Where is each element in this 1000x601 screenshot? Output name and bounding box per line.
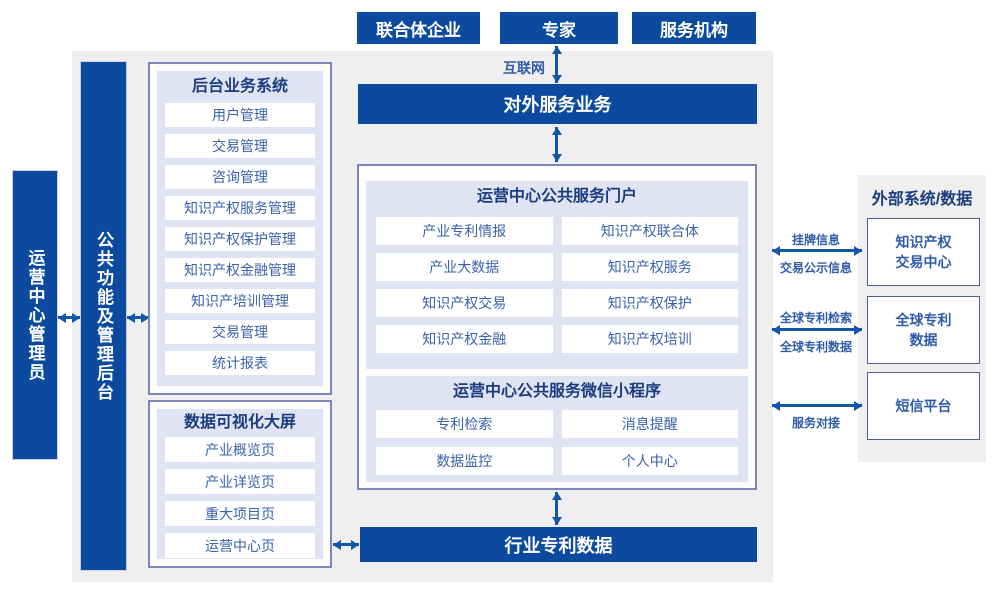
backend-item: 知识产培训管理 xyxy=(165,289,315,313)
portal-item: 产业大数据 xyxy=(376,253,553,281)
portal-item: 产业专利情报 xyxy=(376,217,553,245)
trade-publicity-label: 交易公示信息 xyxy=(779,261,852,275)
portal-title: 运营中心公共服务门户 xyxy=(476,188,637,205)
portal-item: 知识产权交易 xyxy=(376,289,553,317)
internet-label: 互联网 xyxy=(503,60,545,76)
double-arrow-admin-backend xyxy=(58,316,80,319)
double-arrow-global-patent xyxy=(772,328,862,331)
double-arrow-portal-to-patent xyxy=(555,492,558,525)
portal-item: 知识产权联合体 xyxy=(561,217,738,245)
portal-item: 知识产权保护 xyxy=(561,289,738,317)
global-patent-data-label: 全球专利数据 xyxy=(779,340,852,354)
double-arrow-ip-trading xyxy=(772,249,862,252)
backend-item: 知识产权金融管理 xyxy=(165,258,315,282)
dashboard-title: 数据可视化大屏 xyxy=(183,414,296,431)
external-box-global-patent-data: 全球专利 数据 xyxy=(867,296,980,364)
backend-management-bar: 公共功能及管理后台 xyxy=(80,61,127,571)
double-arrow-bar-to-portal xyxy=(555,127,558,162)
miniprogram-item: 个人中心 xyxy=(561,447,738,475)
miniprogram-title: 运营中心公共服务微信小程序 xyxy=(452,383,661,400)
double-arrow-internet xyxy=(555,46,558,83)
portal-item: 知识产权培训 xyxy=(561,325,738,353)
miniprogram-item: 消息提醒 xyxy=(561,410,738,438)
listing-info-label: 挂牌信息 xyxy=(791,233,840,247)
miniprogram-item: 专利检索 xyxy=(376,410,553,438)
external-panel-title: 外部系统/数据 xyxy=(871,191,973,208)
dashboard-item: 重大项目页 xyxy=(165,501,315,526)
external-service-bar: 对外服务业务 xyxy=(358,84,757,124)
dashboard-item: 产业详览页 xyxy=(165,469,315,494)
actor-box-experts: 专家 xyxy=(500,12,618,44)
backend-item: 知识产权服务管理 xyxy=(165,196,315,220)
miniprogram-item: 数据监控 xyxy=(376,447,553,475)
backend-system-title: 后台业务系统 xyxy=(191,78,288,95)
double-arrow-backend-system xyxy=(127,316,149,319)
backend-item: 用户管理 xyxy=(165,103,315,127)
actor-box-service-orgs: 服务机构 xyxy=(632,12,756,44)
external-box-sms-platform: 短信平台 xyxy=(867,372,980,440)
portal-section: 运营中心公共服务门户 产业专利情报 知识产权联合体 产业大数据 知识产权服务 知… xyxy=(366,181,748,369)
actor-box-consortium: 联合体企业 xyxy=(357,12,480,44)
dashboard-item: 产业概览页 xyxy=(165,437,315,462)
portal-item: 知识产权服务 xyxy=(561,253,738,281)
industry-patent-bar: 行业专利数据 xyxy=(360,527,757,562)
backend-item: 交易管理 xyxy=(165,134,315,158)
backend-item: 知识产权保护管理 xyxy=(165,227,315,251)
backend-item: 交易管理 xyxy=(165,320,315,344)
service-connect-label: 服务对接 xyxy=(791,416,840,430)
backend-item: 咨询管理 xyxy=(165,165,315,189)
backend-system-box: 后台业务系统 用户管理 交易管理 咨询管理 知识产权服务管理 知识产权保护管理 … xyxy=(148,62,332,395)
double-arrow-dashboard-patent xyxy=(333,543,359,546)
miniprogram-section: 运营中心公共服务微信小程序 专利检索 消息提醒 数据监控 个人中心 xyxy=(366,376,748,482)
operation-admin-bar: 运营中心管理员 xyxy=(12,170,58,460)
double-arrow-sms-service xyxy=(772,404,862,407)
backend-item: 统计报表 xyxy=(165,351,315,375)
dashboard-box: 数据可视化大屏 产业概览页 产业详览页 重大项目页 运营中心页 xyxy=(148,400,332,568)
global-patent-search-label: 全球专利检索 xyxy=(779,311,852,325)
dashboard-item: 运营中心页 xyxy=(165,533,315,558)
external-box-ip-trading-center: 知识产权 交易中心 xyxy=(867,218,980,286)
operation-center-box: 运营中心公共服务门户 产业专利情报 知识产权联合体 产业大数据 知识产权服务 知… xyxy=(357,164,757,490)
portal-item: 知识产权金融 xyxy=(376,325,553,353)
